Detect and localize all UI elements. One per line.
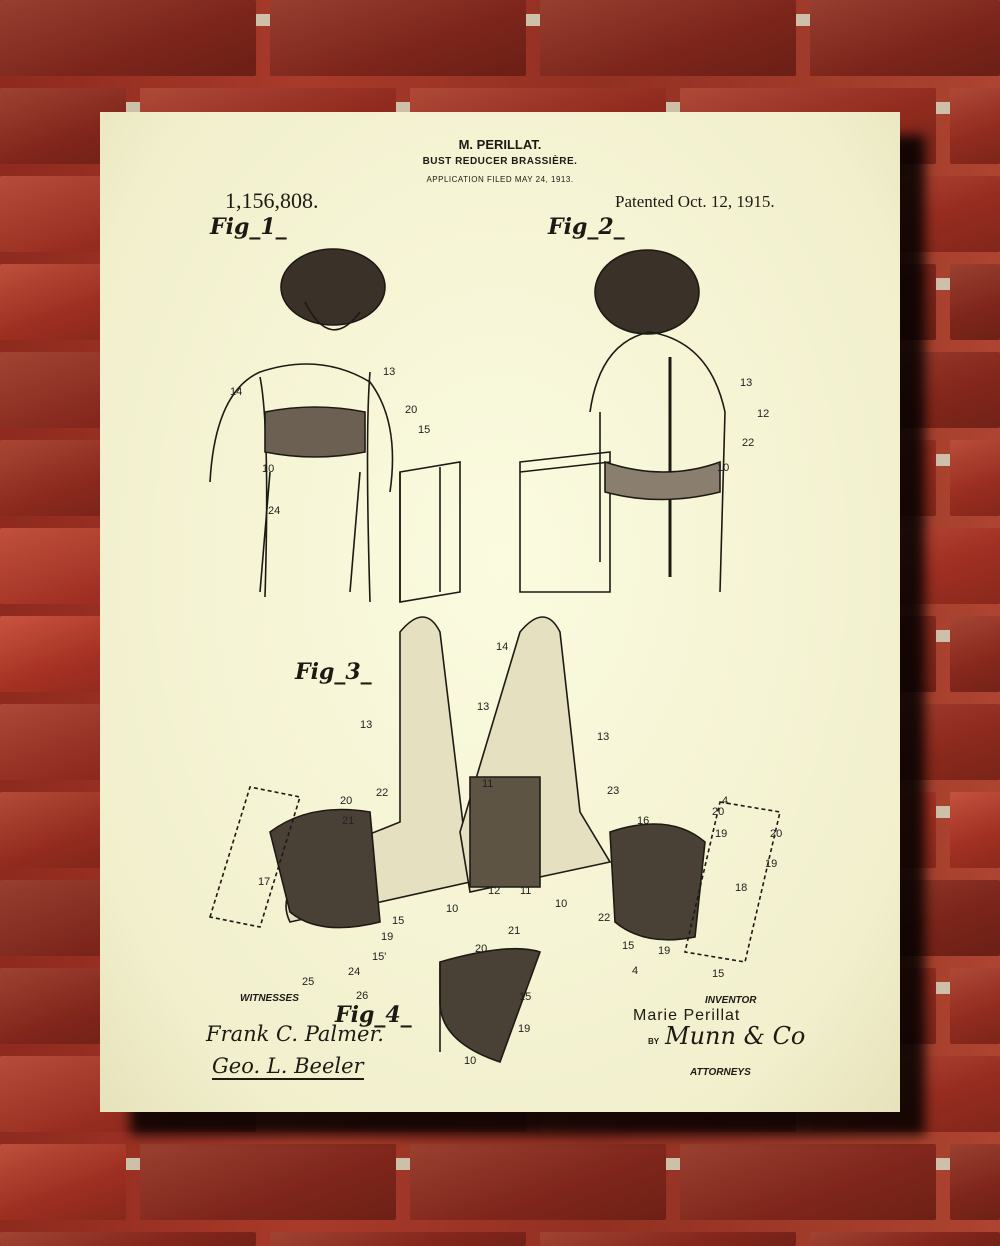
reference-numeral: 15 — [392, 915, 405, 927]
reference-numeral: 20 — [475, 943, 488, 955]
brick — [270, 0, 526, 76]
reference-numeral: 20 — [340, 795, 353, 807]
by-label: BY — [648, 1037, 660, 1046]
reference-numeral: 15' — [372, 951, 387, 963]
reference-numeral: 19 — [381, 931, 394, 943]
patent-poster: M. PERILLAT. BUST REDUCER BRASSIÈRE. APP… — [100, 112, 900, 1112]
brick — [0, 0, 256, 76]
reference-numeral: 13 — [383, 366, 396, 378]
brick — [0, 1232, 256, 1246]
reference-numeral: 4 — [722, 795, 729, 807]
reference-numeral: 10 — [717, 462, 730, 474]
brick — [810, 0, 1000, 76]
witness-signature-1: Frank C. Palmer. — [206, 1022, 384, 1046]
reference-numeral: 25 — [302, 976, 315, 988]
brick — [950, 88, 1000, 164]
reference-numeral: 13 — [740, 377, 753, 389]
reference-numeral: 15 — [418, 424, 431, 436]
brick — [950, 264, 1000, 340]
patent-number: 1,156,808. — [225, 188, 319, 213]
witnesses-label: WITNESSES — [240, 993, 299, 1004]
reference-numeral: 19 — [518, 1023, 531, 1035]
reference-numeral: 24 — [348, 966, 361, 978]
brick — [950, 616, 1000, 692]
reference-numeral: 15 — [622, 940, 635, 952]
reference-numeral: 20 — [712, 806, 725, 818]
reference-numeral: 10 — [555, 898, 568, 910]
reference-numeral: 19 — [658, 945, 671, 957]
reference-numeral: 10 — [262, 463, 275, 475]
brick — [950, 968, 1000, 1044]
fig-2-label: Fig_2_ — [548, 214, 625, 240]
fig-3-drawing — [208, 616, 781, 963]
patent-title: BUST REDUCER BRASSIÈRE. — [422, 156, 578, 167]
brick — [0, 1144, 126, 1220]
reference-numeral: 4 — [632, 965, 639, 977]
fig-4-drawing — [439, 947, 542, 1064]
brick — [410, 1144, 666, 1220]
reference-numeral: 11 — [482, 778, 494, 790]
brick — [950, 1144, 1000, 1220]
fig-4-label: Fig_4_ — [335, 1002, 412, 1028]
brick — [950, 792, 1000, 868]
reference-numeral: 20 — [405, 404, 418, 416]
brick — [540, 1232, 796, 1246]
brick — [680, 1144, 936, 1220]
brick — [540, 0, 796, 76]
reference-numeral: 22 — [742, 437, 755, 449]
reference-numeral: 10 — [464, 1055, 477, 1067]
fig-2-drawing — [519, 249, 726, 593]
reference-numeral: 12 — [757, 408, 770, 420]
reference-numeral: 13 — [597, 731, 610, 743]
reference-numeral: 19 — [715, 828, 728, 840]
reference-numeral: 12 — [488, 885, 501, 897]
reference-numeral: 16 — [637, 815, 650, 827]
reference-numeral: 17 — [258, 876, 271, 888]
brick — [810, 1232, 1000, 1246]
reference-numeral: 26 — [356, 990, 369, 1002]
reference-numeral: 18 — [735, 882, 748, 894]
fig-3-label: Fig_3_ — [295, 659, 372, 685]
reference-numeral: 15 — [519, 991, 532, 1003]
inventor-name: Marie Perillat — [633, 1007, 741, 1024]
reference-numeral: 21 — [508, 925, 521, 937]
reference-numeral: 24 — [268, 505, 281, 517]
brick — [950, 440, 1000, 516]
reference-numeral: 19 — [765, 858, 778, 870]
reference-numeral: 22 — [598, 912, 611, 924]
brick — [140, 1144, 396, 1220]
reference-numeral: 10 — [446, 903, 459, 915]
reference-numeral: 20 — [770, 828, 783, 840]
brick — [270, 1232, 526, 1246]
reference-numeral: 11 — [520, 885, 532, 897]
reference-numeral: 13 — [360, 719, 373, 731]
attorney-signature: Munn & Co — [665, 1022, 806, 1050]
filed-date: APPLICATION FILED MAY 24, 1913. — [426, 175, 574, 184]
patent-drawings — [208, 248, 781, 1064]
reference-numeral: 15 — [712, 968, 725, 980]
inventor-label: INVENTOR — [705, 995, 757, 1006]
reference-numeral: 23 — [607, 785, 620, 797]
reference-numeral: 22 — [376, 787, 389, 799]
reference-numeral: 14 — [496, 641, 509, 653]
attorneys-label: ATTORNEYS — [690, 1067, 751, 1078]
reference-numeral: 14 — [230, 386, 243, 398]
inventor-header: M. PERILLAT. — [458, 137, 542, 152]
reference-numeral: 21 — [342, 815, 355, 827]
reference-numeral: 13 — [477, 701, 490, 713]
fig-1-label: Fig_1_ — [210, 214, 287, 240]
witness-signature-2: Geo. L. Beeler — [212, 1054, 364, 1080]
fig-1-drawing — [209, 248, 461, 603]
patented-date: Patented Oct. 12, 1915. — [615, 192, 775, 211]
